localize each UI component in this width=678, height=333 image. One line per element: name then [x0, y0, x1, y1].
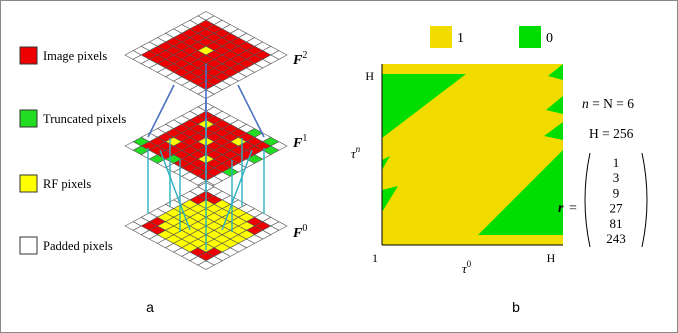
layer-f1-grid [124, 102, 288, 190]
param-h: H = 256 [589, 126, 634, 141]
heatmap-legend-label-zero: 0 [546, 31, 553, 46]
heatmap-legend-swatch-one [430, 26, 452, 48]
x-axis-label: τ0 [462, 259, 472, 276]
grid-cell [197, 260, 215, 270]
legend-label-image: Image pixels [43, 49, 107, 63]
layer-label-f1: F1 [292, 133, 307, 151]
heatmap-region-upper-left [382, 74, 466, 138]
layer-label-f2: F2 [292, 50, 307, 68]
param-r-equals: = [569, 201, 577, 216]
legend-swatch-truncated [19, 109, 38, 128]
param-r-value: 1 [613, 155, 620, 170]
heatmap-plot [381, 64, 563, 246]
connector-line [159, 149, 191, 231]
legend-label-rf: RF pixels [43, 177, 91, 191]
connector-line [221, 149, 253, 231]
heatmap-legend: 1 0 [430, 26, 553, 48]
param-n: n = N = 6 [582, 96, 634, 111]
legend-swatch-padded [19, 236, 38, 255]
y-tick-bottom: 1 [372, 251, 378, 265]
param-r-value: 9 [613, 185, 620, 200]
layer-f2-grid [124, 11, 288, 99]
x-tick-right: H [547, 251, 556, 265]
heatmap-region-lower-right [478, 150, 563, 235]
vector-bracket-right [641, 152, 648, 248]
param-r-value: 3 [613, 170, 620, 185]
vector-bracket-left [584, 152, 591, 248]
legend-label-padded: Padded pixels [43, 239, 113, 253]
layer-label-f0: F0 [292, 223, 307, 241]
receptive-field-connectors [147, 64, 265, 250]
param-r-value: 243 [606, 231, 626, 246]
heatmap-region-left-notch [382, 186, 398, 212]
param-r-value: 81 [610, 216, 623, 231]
legend-swatch-image [19, 46, 38, 65]
heatmap-legend-swatch-zero [519, 26, 541, 48]
y-tick-top: H [365, 69, 374, 83]
layer-stack [124, 11, 288, 270]
legend-label-truncated: Truncated pixels [43, 112, 126, 126]
connector-line [237, 84, 265, 138]
param-r-symbol: r [558, 201, 564, 216]
panel-label-a: a [146, 299, 154, 315]
panel-label-b: b [512, 299, 520, 315]
heatmap-region-upper-right-a [548, 64, 563, 80]
legend-a: Image pixels Truncated pixels RF pixels … [19, 46, 126, 255]
y-axis-label: τn [351, 144, 361, 161]
heatmap-legend-label-one: 1 [457, 31, 464, 46]
heatmap-region-upper-right-b [546, 96, 563, 114]
heatmap-region-upper-right-c [544, 122, 563, 140]
connector-line [147, 84, 175, 138]
heatmap-region-left-small [382, 156, 390, 170]
legend-swatch-rf [19, 174, 38, 193]
param-r-value: 27 [610, 201, 624, 216]
